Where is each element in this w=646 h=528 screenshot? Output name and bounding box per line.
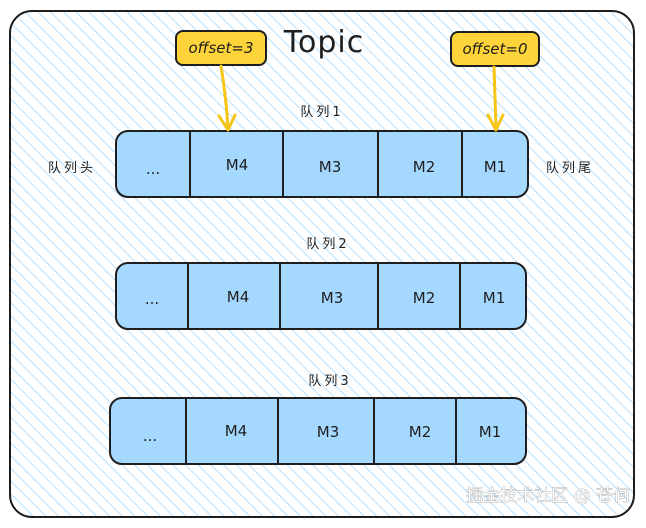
queue-cell: ...: [145, 290, 159, 308]
offset-arrow: [492, 65, 498, 130]
offset-label: offset=0: [462, 40, 527, 58]
queue-cell: M4: [226, 156, 249, 174]
queue-cell: M1: [484, 158, 507, 176]
offset-label: offset=3: [188, 39, 253, 57]
queue-box: [115, 262, 527, 330]
queue-1: 队列1 ... M4 M3 M2 M1: [115, 105, 529, 198]
queue-2: 队列2 ... M4 M3 M2 M1: [115, 237, 527, 330]
queue-cell: M4: [225, 422, 248, 440]
queue-label: 队列2: [306, 237, 349, 252]
queue-3: 队列3 ... M4 M3 M2 M1: [109, 374, 527, 465]
queue-cell: M2: [413, 289, 436, 307]
queue-label: 队列1: [300, 105, 343, 120]
queue-cell: ...: [146, 160, 160, 178]
queue-head-label: 队列头: [48, 161, 96, 176]
queue-box: [109, 397, 527, 465]
queue-cell: M1: [479, 423, 502, 441]
queue-cell: M1: [483, 289, 506, 307]
queue-cell: ...: [143, 427, 157, 445]
queue-cell: M2: [409, 423, 432, 441]
watermark: 掘金技术社区 @ 苍何: [466, 486, 630, 506]
queue-cell: M3: [317, 423, 340, 441]
queue-label: 队列3: [308, 374, 351, 389]
queue-cell: M3: [321, 289, 344, 307]
offset-arrowhead: [217, 113, 237, 132]
offset-marker-0: offset=0: [450, 31, 540, 132]
queue-cell: M4: [227, 288, 250, 306]
offset-arrow: [219, 64, 230, 130]
queue-tail-label: 队列尾: [546, 161, 594, 176]
queue-cell: M2: [413, 158, 436, 176]
offset-arrowhead: [486, 113, 505, 132]
queue-box: [115, 130, 529, 198]
offset-marker-3: offset=3: [175, 30, 267, 132]
topic-title: Topic: [283, 25, 364, 60]
queue-cell: M3: [319, 158, 342, 176]
